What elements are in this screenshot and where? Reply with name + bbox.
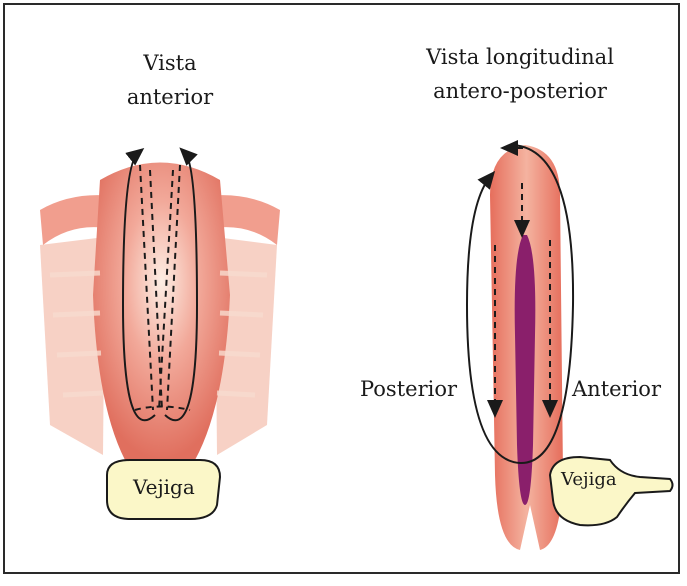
bladder-label-right: Vejiga [561,469,617,490]
right-title-line2: antero-posterior [415,79,625,103]
posterior-label: Posterior [360,377,457,401]
uterus-anterior [40,153,280,519]
bladder-right [550,457,673,525]
uterus-body [93,163,230,461]
bladder-label-left: Vejiga [133,475,195,499]
right-title-line1: Vista longitudinal [405,45,635,69]
anterior-label: Anterior [572,377,661,401]
left-title-line1: Vista [125,51,215,75]
left-title-line2: anterior [115,85,225,109]
figure-frame: Vista anterior Vejiga Vista longitudinal… [3,3,680,574]
